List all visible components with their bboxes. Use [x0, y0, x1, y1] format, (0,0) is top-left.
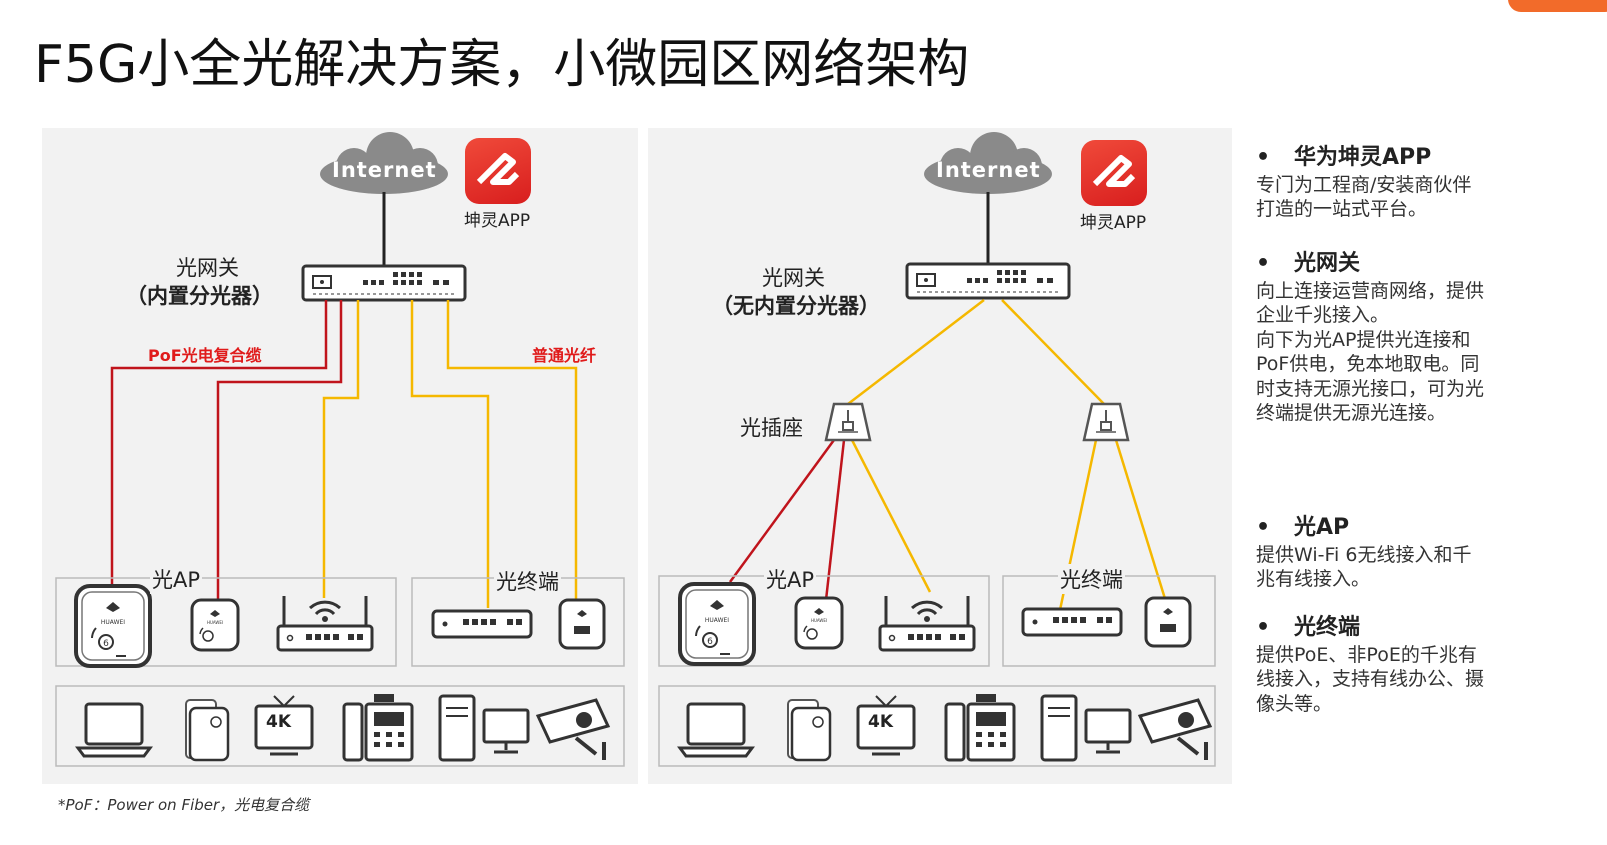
sidebar-line: 专门为工程商/安装商伙伴 [1256, 173, 1472, 196]
sidebar-line: 提供Wi-Fi 6无线接入和千 [1256, 543, 1472, 566]
sidebar-line: 兆有线接入。 [1256, 568, 1371, 590]
left-diagram-panel [42, 128, 638, 784]
device-group-box [658, 685, 1216, 767]
page-title: F5G小全光解决方案，小微园区网络架构 [34, 35, 970, 95]
sidebar-line: 线接入，支持有线办公、摄 [1256, 668, 1485, 690]
ap-icon [74, 584, 152, 668]
sidebar-section-ap: • 光AP 提供Wi-Fi 6无线接入和千 兆有线接入。 [1256, 515, 1556, 592]
ap-label: 光AP [150, 564, 203, 594]
sidebar-heading: 光网关 [1294, 251, 1361, 276]
tv-4k-label: 4K [266, 712, 292, 732]
corner-badge [1508, 0, 1607, 12]
sidebar-heading: 光AP [1294, 515, 1350, 540]
app-logo-icon [1092, 155, 1136, 187]
bullet: • [1256, 251, 1271, 276]
gateway-icon [905, 262, 1071, 300]
fiber-cables [322, 300, 578, 608]
gateway-label: 光网关 [176, 256, 239, 280]
sidebar-section-terminal: • 光终端 提供PoE、非PoE的千兆有 线接入，支持有线办公、摄 像头等。 [1256, 615, 1556, 716]
router-icon [276, 594, 374, 652]
switch-icon [1021, 607, 1123, 637]
right-diagram-panel [648, 128, 1232, 784]
gateway-sublabel: （内置分光器） [126, 284, 273, 308]
terminal-label: 光终端 [1058, 564, 1125, 594]
terminal-label: 光终端 [494, 566, 561, 596]
sidebar-heading: 华为坤灵APP [1294, 145, 1432, 170]
sidebar-line: 像头等。 [1256, 692, 1333, 715]
app-icon [465, 138, 531, 204]
internet-label: Internet [332, 158, 437, 182]
ap-label: 光AP [764, 564, 817, 594]
pof-cables [110, 300, 343, 600]
bullet: • [1256, 145, 1271, 170]
bullet: • [1256, 515, 1271, 540]
tv-4k-label: 4K [868, 712, 894, 732]
footnote: *PoF：Power on Fiber，光电复合缆 [58, 796, 310, 814]
right-diagram [658, 132, 1216, 767]
sidebar-line: 提供PoE、非PoE的千兆有 [1256, 643, 1477, 666]
sidebar-line: PoF供电，免本地取电。同 [1256, 353, 1480, 375]
optical-socket-label: 光插座 [740, 416, 803, 440]
optical-socket-icon [824, 402, 872, 442]
switch-icon [431, 609, 533, 639]
left-diagram [55, 132, 625, 767]
sidebar-line: 终端提供无源光连接。 [1256, 402, 1447, 424]
fiber-label: 普通光纤 [532, 346, 597, 365]
sidebar-line: 打造的一站式平台。 [1256, 198, 1428, 220]
ap-icon [190, 598, 240, 652]
ap-group-box [55, 577, 397, 667]
sidebar-line: 向上连接运营商网络，提供 [1256, 279, 1485, 302]
fiber-cables [847, 299, 1168, 611]
sidebar-line: 时支持无源光接口，可为光 [1256, 377, 1485, 400]
ap-group-box [658, 575, 990, 667]
sidebar-heading: 光终端 [1294, 615, 1361, 640]
optical-socket-icon [1082, 402, 1130, 442]
terminal-icon [558, 598, 606, 650]
sidebar-section-gateway: • 光网关 向上连接运营商网络，提供 企业千兆接入。 向下为光AP提供光连接和 P… [1256, 251, 1556, 426]
internet-label: Internet [936, 158, 1041, 182]
sidebar-line: 向下为光AP提供光连接和 [1256, 328, 1471, 351]
app-label: 坤灵APP [1080, 213, 1147, 233]
pof-label: PoF光电复合缆 [148, 346, 262, 365]
app-icon [1081, 140, 1147, 206]
ap-icon [794, 596, 844, 650]
sidebar-section-app: • 华为坤灵APP 专门为工程商/安装商伙伴 打造的一站式平台。 [1256, 145, 1556, 222]
ap-icon [678, 582, 756, 666]
gateway-icon [301, 264, 467, 302]
app-logo-icon [476, 153, 520, 185]
pof-cables [728, 439, 846, 601]
gateway-label: 光网关 [762, 266, 825, 290]
gateway-sublabel: （无内置分光器） [712, 294, 880, 318]
terminal-icon [1144, 596, 1192, 648]
bullet: • [1256, 615, 1271, 640]
sidebar-line: 企业千兆接入。 [1256, 304, 1390, 326]
router-icon [878, 594, 976, 652]
device-group-box [55, 685, 625, 767]
app-label: 坤灵APP [464, 211, 531, 231]
